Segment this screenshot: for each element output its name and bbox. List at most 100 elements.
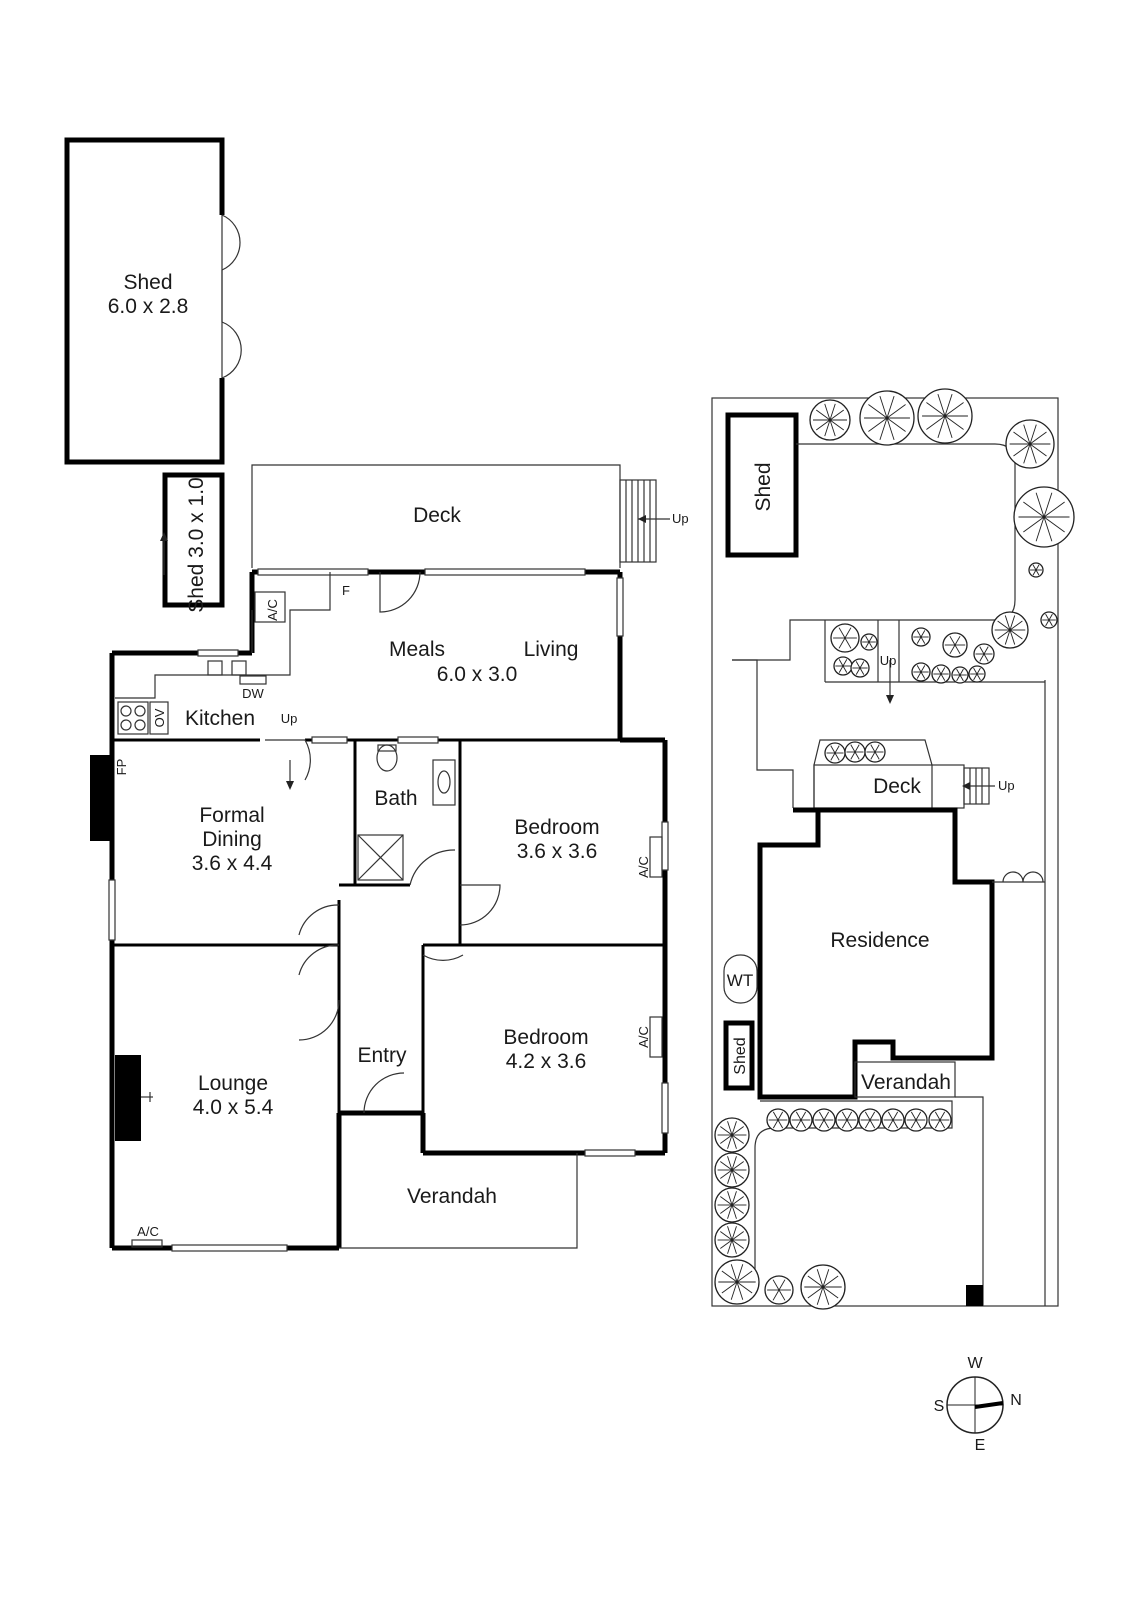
tree-branch [956,668,961,676]
tree-branch [772,1111,779,1121]
tree-branch [838,665,844,673]
tree-branch [864,1119,871,1129]
shed-small: Shed 3.0 x 1.0 [160,472,225,613]
kitchen-fixtures [115,572,331,790]
tree-branch [727,1204,733,1219]
site-shed-label: Shed [752,462,775,511]
water-tank-label: WT [727,971,753,990]
tree-branch [720,1239,733,1249]
tree-branch [915,1119,922,1129]
compass-west: W [967,1355,983,1372]
tree-branch [824,419,831,437]
floor-plan-labels: F A/C Meals Living 6.0 x 3.0 DW OV Kitch… [114,583,651,1239]
tree-branch [777,1119,784,1129]
tree-branch [976,673,981,681]
floor-plan: Shed 6.0 x 2.8 Shed 3.0 x 1.0 Deck Up [64,137,689,1252]
tree-branch [874,744,880,753]
tree-branch [731,1134,737,1149]
tree-branch [772,1119,779,1129]
tree-branch [834,745,840,754]
tree-branch [731,1156,737,1171]
compass-north: N [1010,1392,1022,1409]
tree-branch [731,1231,744,1241]
tree-branch [868,641,873,649]
tree-branch [1013,431,1031,445]
lounge-name: Lounge [198,1072,268,1095]
tree-branch [1043,516,1065,533]
tree-branch [846,1119,853,1129]
site-plan: Shed Up Deck Up Residence WT Shed [711,388,1075,1310]
tree-branch [869,1119,876,1129]
ac-kitchen-label: A/C [265,599,280,621]
tree-branch [731,1204,737,1219]
tree-branch [886,396,895,419]
tree-branch [838,637,846,649]
site-verandah-label: Verandah [861,1071,951,1094]
tree-branch [886,417,895,440]
verandah-outline [339,1153,578,1249]
tree-branch [720,1134,733,1144]
tree-branch [727,1239,733,1254]
bedroom1-size: 3.6 x 3.6 [517,840,598,863]
tree-branch [720,1196,733,1206]
site-deck-up-label: Up [998,778,1015,793]
tree-branch [1043,501,1065,518]
tree-branch [736,1281,753,1294]
tree-branch [807,1286,824,1299]
tree-branch [886,417,906,432]
tree-branch [944,402,964,417]
tree-branch [887,1111,894,1121]
tree-branch [731,1126,744,1136]
tree-branch [855,667,861,675]
tree-branch [1023,443,1031,464]
tree-branch [822,1286,830,1305]
tree-branch [997,620,1011,631]
tree-branch [1004,629,1011,645]
dishwasher-label: DW [242,686,264,701]
tree-branch [731,1121,737,1136]
tree-branch [915,1111,922,1121]
tree-branch [959,668,964,676]
tree-branch [920,671,926,679]
bedroom2-name: Bedroom [503,1026,588,1049]
tree-branch [731,1161,744,1171]
tree-branch [850,744,856,753]
formal-dining-line1: Formal [199,804,264,827]
tree-branch [916,636,922,644]
tree-branch [818,1111,825,1121]
tree-branch [1009,629,1016,645]
tree-branch [874,751,880,760]
tree-branch [940,667,946,675]
tree-branch [823,1111,830,1121]
windows [108,568,669,1252]
tree-branch [1035,569,1040,576]
tree-branch [868,417,888,432]
residence-label: Residence [830,929,929,952]
tree-branch [736,1270,753,1283]
tree-branch [937,415,946,438]
tree-branch [727,1121,733,1136]
tree-branch [864,1111,871,1121]
tree-branch [854,744,860,753]
tree-branch [997,629,1011,640]
tree-branch [1045,613,1050,621]
meals-label: Meals [389,638,445,661]
tree-branch [846,1111,853,1121]
tree-branch [887,1119,894,1129]
tree-branch [1009,629,1023,640]
tree-branch [1043,516,1053,542]
tree-branch [1004,615,1011,631]
tree-branch [926,402,946,417]
tree-branch [868,404,888,419]
tree-branch [727,1134,733,1149]
tree-branch [944,415,953,438]
tree-branch [824,403,831,421]
tree-branch [731,1196,744,1206]
tree-branch [855,661,861,669]
tree-branch [816,1269,824,1288]
shed-large: Shed 6.0 x 2.8 [64,137,242,465]
tree-branch [841,1111,848,1121]
tree-branch [822,1269,830,1288]
tree-branch [859,661,865,669]
